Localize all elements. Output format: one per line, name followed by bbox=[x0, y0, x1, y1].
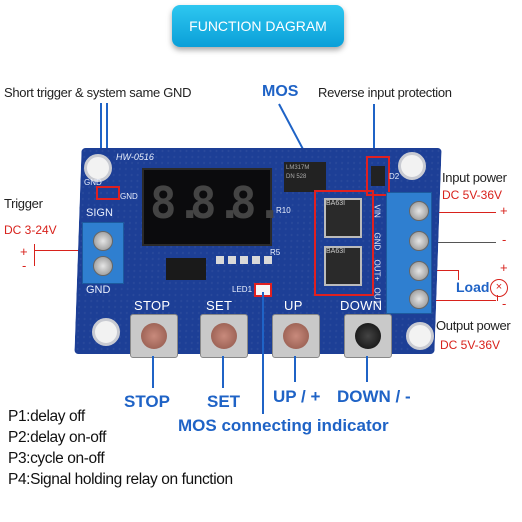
function-p1: P1:delay off bbox=[8, 408, 85, 425]
sign-label: SIGN bbox=[86, 207, 113, 219]
set-callout: SET bbox=[207, 392, 241, 411]
input-wire-plus bbox=[430, 212, 496, 213]
up-callout: UP / + bbox=[273, 387, 321, 406]
stop-silk-label: STOP bbox=[134, 298, 171, 313]
function-p3: P3:cycle on-off bbox=[8, 450, 105, 467]
mosfet-1-marking: BA63I bbox=[326, 200, 346, 207]
reverse-protection-highlight bbox=[366, 156, 390, 196]
trigger-wire-top bbox=[34, 250, 84, 251]
protection-diode bbox=[371, 166, 385, 186]
short-trigger-pointer-2 bbox=[106, 103, 108, 185]
function-diagram-banner: FUNCTION DAGRAM bbox=[172, 5, 344, 47]
set-pointer bbox=[222, 356, 224, 388]
gnd-screw[interactable] bbox=[409, 231, 429, 251]
gnd-right-label: GND bbox=[120, 192, 138, 201]
r5-label: R5 bbox=[270, 248, 281, 257]
down-silk-label: DOWN bbox=[340, 298, 383, 313]
mos-callout: MOS bbox=[262, 83, 299, 100]
up-button-cap[interactable] bbox=[283, 323, 309, 349]
stop-button-cap[interactable] bbox=[141, 323, 167, 349]
load-wire-rise bbox=[497, 295, 498, 301]
trigger-voltage: DC 3-24V bbox=[4, 223, 57, 237]
mosfet-2: BA63I bbox=[324, 246, 362, 286]
set-button[interactable] bbox=[200, 314, 248, 358]
output-power-callout: Output power bbox=[436, 318, 511, 333]
out-minus-screw[interactable] bbox=[409, 289, 429, 309]
input-power-callout: Input power bbox=[442, 170, 507, 185]
terminal-label-out-plus: OUT+ bbox=[372, 259, 382, 282]
down-button-cap[interactable] bbox=[355, 323, 381, 349]
out-plus-screw[interactable] bbox=[409, 261, 429, 281]
short-trigger-pads bbox=[96, 186, 120, 200]
function-p4: P4:Signal holding relay on function bbox=[8, 471, 233, 488]
power-terminal-block bbox=[386, 192, 432, 314]
terminal-label-out-minus: OUT- bbox=[372, 287, 382, 307]
mount-hole-top-right bbox=[398, 152, 426, 180]
mount-hole-top-left bbox=[84, 154, 112, 182]
reverse-protection-pointer bbox=[373, 104, 375, 156]
output-plus: + bbox=[500, 260, 508, 275]
resistor-row bbox=[216, 256, 274, 264]
reverse-protection-callout: Reverse input protection bbox=[318, 85, 452, 100]
load-icon: × bbox=[490, 279, 508, 297]
output-voltage: DC 5V-36V bbox=[440, 338, 501, 352]
optocoupler-chip bbox=[166, 258, 206, 280]
function-list: P1:delay off P2:delay on-off P3:cycle on… bbox=[8, 406, 233, 490]
trigger-callout: Trigger bbox=[4, 196, 43, 211]
load-callout: Load bbox=[456, 279, 490, 295]
display-digit-1: 8. bbox=[150, 178, 203, 229]
display-digit-2: 8. bbox=[190, 178, 243, 229]
trigger-minus: - bbox=[22, 258, 27, 273]
signal-terminal-block bbox=[82, 222, 124, 284]
gnd-top-label: GND bbox=[84, 178, 102, 187]
load-wire-top bbox=[430, 270, 458, 271]
gnd-label: GND bbox=[86, 284, 111, 296]
signal-screw-1[interactable] bbox=[93, 231, 113, 251]
voltage-regulator: LM317M DN 528 bbox=[284, 162, 326, 192]
mosfet-2-marking: BA63I bbox=[326, 248, 346, 255]
set-button-cap[interactable] bbox=[211, 323, 237, 349]
output-minus: - bbox=[502, 296, 507, 311]
power-terminal-labels: VIN GND OUT+ OUT- bbox=[372, 196, 382, 307]
vin-screw[interactable] bbox=[409, 201, 429, 221]
display-digit-3: 8. bbox=[230, 178, 283, 229]
down-callout: DOWN / - bbox=[337, 387, 411, 406]
trigger-wire bbox=[34, 244, 35, 266]
terminal-label-vin: VIN bbox=[372, 204, 382, 219]
short-trigger-callout: Short trigger & system same GND bbox=[4, 85, 192, 100]
up-button[interactable] bbox=[272, 314, 320, 358]
load-wire-bottom bbox=[430, 300, 496, 301]
seven-segment-display: 8. 8. 8. bbox=[142, 168, 283, 246]
board-model: HW-0516 bbox=[116, 152, 154, 162]
led-label: LED1 bbox=[232, 285, 253, 294]
up-silk-label: UP bbox=[284, 298, 303, 313]
d2-label: D2 bbox=[389, 172, 400, 181]
mount-hole-bottom-left bbox=[92, 318, 120, 346]
stop-pointer bbox=[152, 356, 154, 388]
stop-callout: STOP bbox=[124, 392, 170, 411]
mos-indicator-pointer bbox=[262, 292, 264, 414]
r10-label: R10 bbox=[276, 206, 291, 215]
signal-screw-2[interactable] bbox=[93, 256, 113, 276]
input-minus: - bbox=[502, 232, 507, 247]
mos-highlight bbox=[314, 190, 374, 296]
up-pointer bbox=[294, 356, 296, 382]
load-wire-drop bbox=[458, 270, 459, 280]
mos-indicator-callout: MOS connecting indicator bbox=[178, 416, 389, 435]
terminal-label-gnd: GND bbox=[372, 232, 382, 251]
set-silk-label: SET bbox=[206, 298, 233, 313]
down-pointer bbox=[366, 356, 368, 382]
input-wire-minus bbox=[430, 242, 496, 243]
short-trigger-pointer bbox=[100, 103, 102, 185]
mos-pointer bbox=[278, 103, 305, 151]
regulator-marking: LM317M DN 528 bbox=[286, 165, 310, 180]
mosfet-1: BA63I bbox=[324, 198, 362, 238]
down-button[interactable] bbox=[344, 314, 392, 358]
stop-button[interactable] bbox=[130, 314, 178, 358]
input-plus: + bbox=[500, 203, 508, 218]
trigger-plus: + bbox=[20, 244, 28, 259]
mount-hole-bottom-right bbox=[406, 322, 434, 350]
input-voltage: DC 5V-36V bbox=[442, 188, 503, 202]
function-p2: P2:delay on-off bbox=[8, 429, 106, 446]
